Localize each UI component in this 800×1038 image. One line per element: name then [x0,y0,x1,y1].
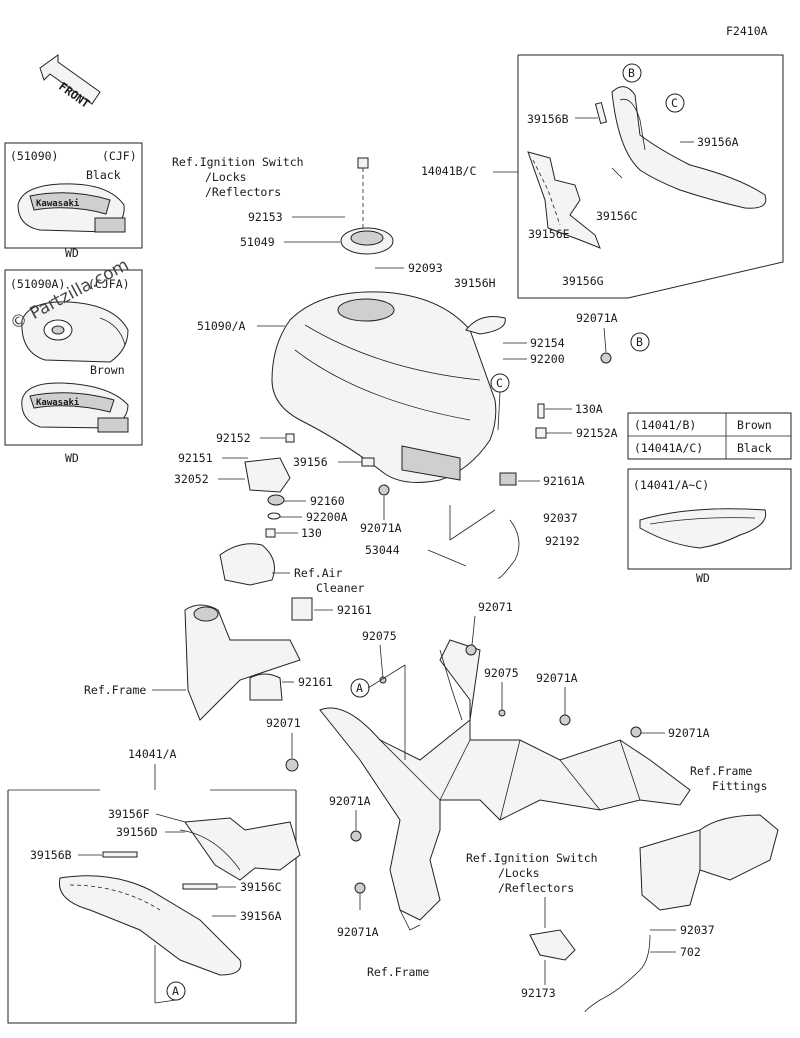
panel-cjf-color: Black [86,168,121,182]
label-130a: 130A [575,402,603,416]
main-frame [319,639,691,931]
label-92071a-1: 92071A [576,311,618,325]
label-92071a-3: 92071A [536,671,578,685]
label-refframe2: Ref.Frame [367,965,429,979]
front-arrow-icon: FRONT [39,54,101,111]
label-39156h: 39156H [454,276,496,290]
table-code-0: (14041/B) [634,418,696,432]
label-39156c-1: 39156C [596,209,638,223]
table-code-1: (14041A/C) [634,441,703,455]
label-92093: 92093 [408,261,443,275]
label-92173: 92173 [521,986,556,1000]
label-51090a: 51090/A [197,319,246,333]
label-ign1b: /Locks [205,170,247,184]
panel-cjf-variant: (CJF) [102,149,137,163]
panel-cjfa-color: Brown [90,363,125,377]
label-92192: 92192 [545,534,580,548]
label-92071a-2: 92071A [360,521,402,535]
panel-cjf-code: (51090) [10,149,58,163]
label-ign1c: /Reflectors [205,185,281,199]
label-92071a-4: 92071A [668,726,710,740]
panel-cover-note: WD [696,571,710,585]
panel-topright: 14041B/C 39156B 39156A 39156C 39156E 391… [421,54,784,299]
label-92161-1: 92161 [337,603,372,617]
label-92200a: 92200A [306,510,348,524]
label-92153: 92153 [248,210,283,224]
color-table: (14041/B) Brown (14041A/C) Black [627,412,792,460]
label-702: 702 [680,945,701,959]
panel-cjfa: (51090A) (CJFA) Brown Kawasaki WD [4,269,143,465]
label-ign2c: /Reflectors [498,881,574,895]
panel-cjf-logo: Kawasaki [36,198,80,209]
label-92075-2: 92075 [484,666,519,680]
panel-cover: (14041/A~C) WD [627,468,792,585]
circle-b-top: B [628,66,635,80]
label-39156: 39156 [293,455,328,469]
label-92152: 92152 [216,431,251,445]
label-39156c-2: 39156C [240,880,282,894]
label-92071-2: 92071 [266,716,301,730]
label-51049: 51049 [240,235,275,249]
panel-bottomleft: 14041/A 39156F 39156D 39156B 39156C 3915… [7,747,301,1024]
label-92152a: 92152A [576,426,618,440]
label-39156f: 39156F [108,807,150,821]
label-ign2a: Ref.Ignition Switch [466,851,598,865]
table-color-0: Brown [737,418,772,432]
panel-cjfa-logo: Kawasaki [36,397,80,408]
label-32052: 32052 [174,472,209,486]
label-ign1a: Ref.Ignition Switch [172,155,304,169]
label-14041a: 14041/A [128,747,177,761]
label-39156a-1: 39156A [697,135,739,149]
label-39156a-2: 39156A [240,909,282,923]
label-92075-1: 92075 [362,629,397,643]
label-92154: 92154 [530,336,565,350]
label-92151: 92151 [178,451,213,465]
label-92160: 92160 [310,494,345,508]
label-130: 130 [301,526,322,540]
panel-cjfa-code: (51090A) [10,277,65,291]
panel-cjf-note: WD [65,246,79,260]
label-39156e: 39156E [528,227,570,241]
label-14041bc: 14041B/C [421,164,476,178]
panel-cjfa-note: WD [65,451,79,465]
label-92037-1: 92037 [543,511,578,525]
label-refframe1: Ref.Frame [84,683,146,697]
label-39156g: 39156G [562,274,604,288]
label-air1: Ref.Air [294,566,343,580]
label-92071-1: 92071 [478,600,513,614]
label-39156d: 39156D [116,825,158,839]
panel-cjf: (51090) (CJF) Black Kawasaki WD [4,142,143,260]
label-92200: 92200 [530,352,565,366]
label-fit2: Fittings [712,779,767,793]
panel-cjfa-variant: (CJFA) [88,277,130,291]
label-92037-2: 92037 [680,923,715,937]
circle-c-mid: C [496,376,503,390]
table-color-1: Black [737,441,772,455]
label-ign2b: /Locks [498,866,540,880]
label-fit1: Ref.Frame [690,764,752,778]
label-39156b-2: 39156B [30,848,72,862]
figure-code: F2410A [726,24,768,38]
label-92071a-5: 92071A [329,794,371,808]
label-53044: 53044 [365,543,400,557]
circle-c-top: C [671,96,678,110]
circle-a-bottom: A [172,984,179,998]
circle-b-mid: B [636,335,643,349]
label-92161-2: 92161 [298,675,333,689]
fuel-tank [271,291,497,483]
panel-cover-code: (14041/A~C) [633,478,709,492]
label-air2: Cleaner [316,581,365,595]
label-39156b-1: 39156B [527,112,569,126]
label-92071a-6: 92071A [337,925,379,939]
label-92161a: 92161A [543,474,585,488]
circle-a-mid: A [356,681,363,695]
